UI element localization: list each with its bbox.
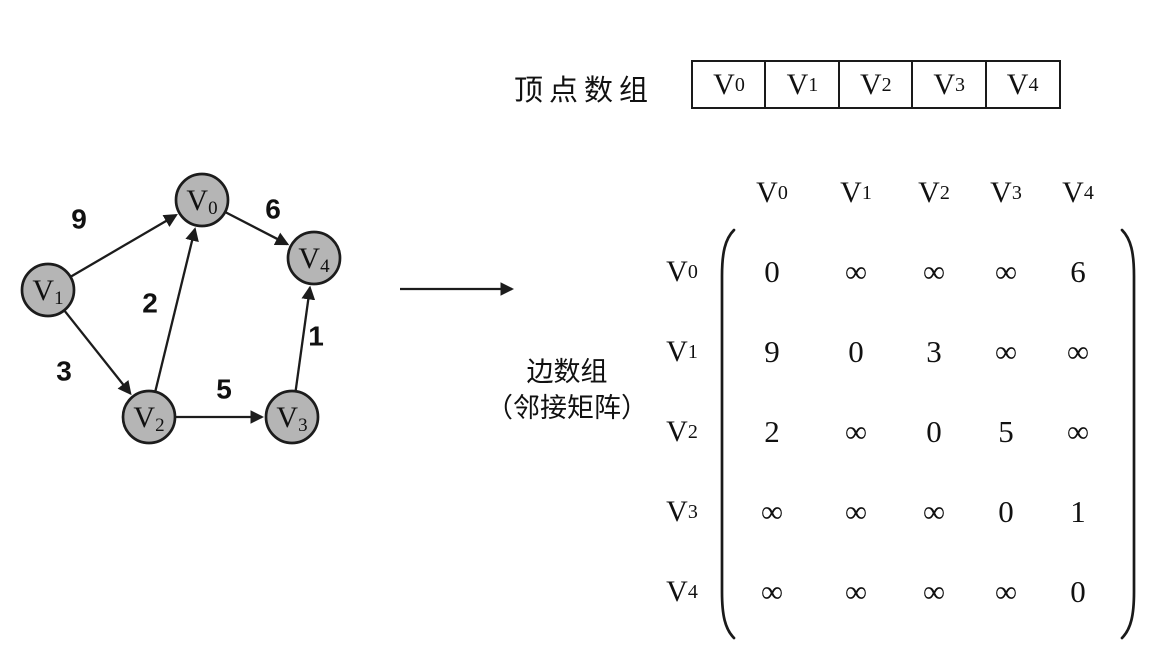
edge-weight-label: 1 <box>308 321 324 352</box>
matrix-cell-r1c1: 0 <box>848 334 864 369</box>
graph-node-label-v2: V2 <box>133 401 164 436</box>
matrix-cell-r2c2: 0 <box>926 414 942 449</box>
graph-node-v2 <box>121 389 177 445</box>
graph-node-v0 <box>174 172 230 228</box>
graph-node-v3 <box>264 389 320 445</box>
matrix-cell-r2c0: 2 <box>764 414 780 449</box>
matrix-cell-r1c4: ∞ <box>1066 334 1090 369</box>
edge-weight-label: 9 <box>71 204 87 235</box>
matrix-cell-r4c0: ∞ <box>760 574 784 609</box>
graph-node-label-v0: V0 <box>186 184 217 219</box>
matrix-right-bracket <box>1120 228 1136 640</box>
vertex-array-title: 顶点数组 <box>514 75 655 107</box>
graph-node-label-v3: V3 <box>276 401 307 436</box>
graph-edge-v3-v4 <box>294 285 316 392</box>
graph-node-label-v4: V4 <box>298 242 330 277</box>
matrix-bracket-gap <box>706 552 730 632</box>
matrix-cell-r3c1: ∞ <box>844 494 868 529</box>
matrix-cell-r4c1: ∞ <box>844 574 868 609</box>
matrix-cell-r0c4: 6 <box>1070 254 1086 289</box>
matrix-cell-r0c1: ∞ <box>844 254 868 289</box>
matrix-cell-r0c0: 0 <box>764 254 780 289</box>
graph-node-v4 <box>286 230 342 286</box>
graph-edge-v1-v2 <box>63 309 132 396</box>
matrix-bracket-gap <box>706 312 730 392</box>
edge-weight-label: 5 <box>216 374 232 405</box>
matrix-cell-r3c2: ∞ <box>922 494 946 529</box>
edge-weight-label: 6 <box>265 194 281 225</box>
edge-weight-label: 3 <box>56 356 72 387</box>
matrix-title-line2: （邻接矩阵） <box>486 393 648 423</box>
graph-node-label-v1: V1 <box>32 274 63 309</box>
matrix-cell-r3c3: 0 <box>998 494 1014 529</box>
matrix-cell-r1c0: 9 <box>764 334 780 369</box>
graph-edge-v1-v0 <box>69 214 178 278</box>
matrix-cell-r2c4: ∞ <box>1066 414 1090 449</box>
graph-figure: 9 6 2 3 5 1 V0 V1 V2 V3 V4 <box>20 172 515 445</box>
matrix-cell-r2c1: ∞ <box>844 414 868 449</box>
graph-edge-v2-v0 <box>154 227 199 393</box>
matrix-bracket-gap <box>706 472 730 552</box>
matrix-cell-r0c2: ∞ <box>922 254 946 289</box>
matrix-cell-r4c4: 0 <box>1070 574 1086 609</box>
matrix-left-bracket <box>720 228 736 640</box>
matrix-cell-r4c3: ∞ <box>994 574 1018 609</box>
matrix-cell-r0c3: ∞ <box>994 254 1018 289</box>
matrix-title: 边数组 （邻接矩阵） <box>452 354 682 426</box>
matrix-bracket-gap <box>706 392 730 472</box>
matrix-cell-r2c3: 5 <box>998 414 1014 449</box>
matrix-cell-r4c2: ∞ <box>922 574 946 609</box>
matrix-title-line1: 边数组 <box>526 357 608 387</box>
matrix-cell-r1c2: 3 <box>926 334 942 369</box>
matrix-bracket-gap <box>706 232 730 312</box>
matrix-cell-r3c0: ∞ <box>760 494 784 529</box>
edge-weight-label: 2 <box>142 288 158 319</box>
graph-edge-v0-v4 <box>224 210 290 246</box>
graph-node-v1 <box>20 262 76 318</box>
matrix-cell-r1c3: ∞ <box>994 334 1018 369</box>
matrix-cell-r3c4: 1 <box>1070 494 1086 529</box>
